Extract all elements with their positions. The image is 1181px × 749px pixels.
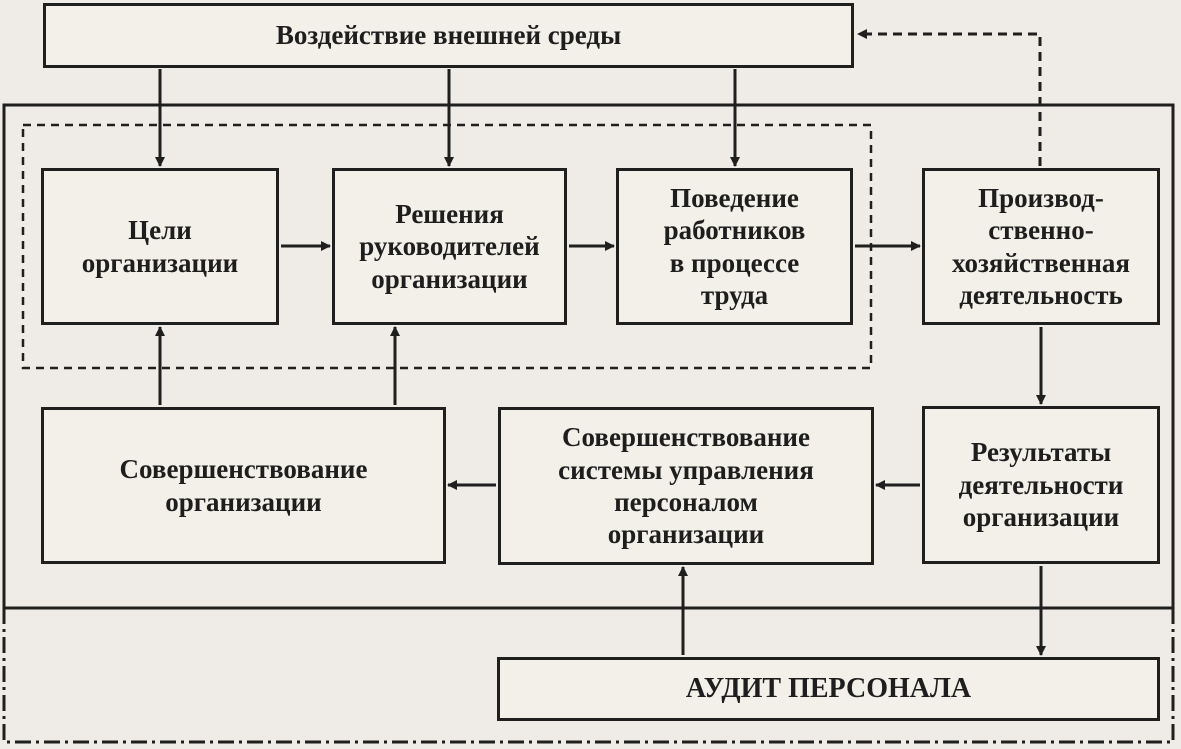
environment-box: Воздействие внешней среды [43, 3, 854, 68]
hr-system-label-line: Совершенствование [562, 422, 810, 453]
hr-system-box: Совершенствование системы управления пер… [498, 407, 874, 565]
results-label-line: Результаты [970, 437, 1112, 468]
behavior-label-line: работников [663, 215, 806, 246]
audit-zone-frame [2, 608, 1175, 744]
production-label-line: деятельность [959, 279, 1123, 310]
results-box: Результаты деятельности организации [922, 406, 1160, 564]
production-box: Производ- ственно- хозяйственная деятель… [922, 168, 1160, 325]
decisions-box: Решения руководителей организации [332, 168, 567, 325]
decisions-label-line: Решения [395, 198, 504, 229]
decisions-label-line: организации [371, 263, 528, 294]
arrow-production-feedback-dashed [857, 29, 1042, 166]
decisions-label-line: руководителей [359, 231, 540, 262]
hr-system-label-line: системы управления [558, 454, 814, 485]
goals-label-line: организации [81, 247, 239, 278]
behavior-label-line: труда [700, 279, 769, 310]
hr-system-label-line: персоналом [614, 487, 758, 517]
org-improvement-box: Совершенствование организации [41, 407, 446, 564]
audit-label: АУДИТ ПЕРСОНАЛА [685, 673, 972, 705]
behavior-label-line: в процессе [669, 247, 800, 278]
audit-box: АУДИТ ПЕРСОНАЛА [497, 657, 1160, 721]
hr-system-label-line: организации [607, 519, 765, 550]
production-label-line: Производ- [978, 182, 1104, 213]
org-improvement-label-line: Совершенствование [119, 454, 368, 485]
environment-label: Воздействие внешней среды [275, 20, 622, 51]
behavior-label-line: Поведение [670, 182, 799, 213]
behavior-box: Поведение работников в процессе труда [616, 168, 853, 325]
goals-box: Цели организации [41, 168, 279, 325]
organization-frame [2, 103, 1175, 610]
results-label-line: деятельности [958, 469, 1124, 500]
results-label-line: организации [962, 502, 1120, 533]
org-improvement-label-line: организации [165, 486, 322, 517]
production-label-line: ственно- [988, 215, 1094, 246]
production-label-line: хозяйственная [951, 247, 1131, 278]
goals-label-line: Цели [128, 215, 192, 246]
